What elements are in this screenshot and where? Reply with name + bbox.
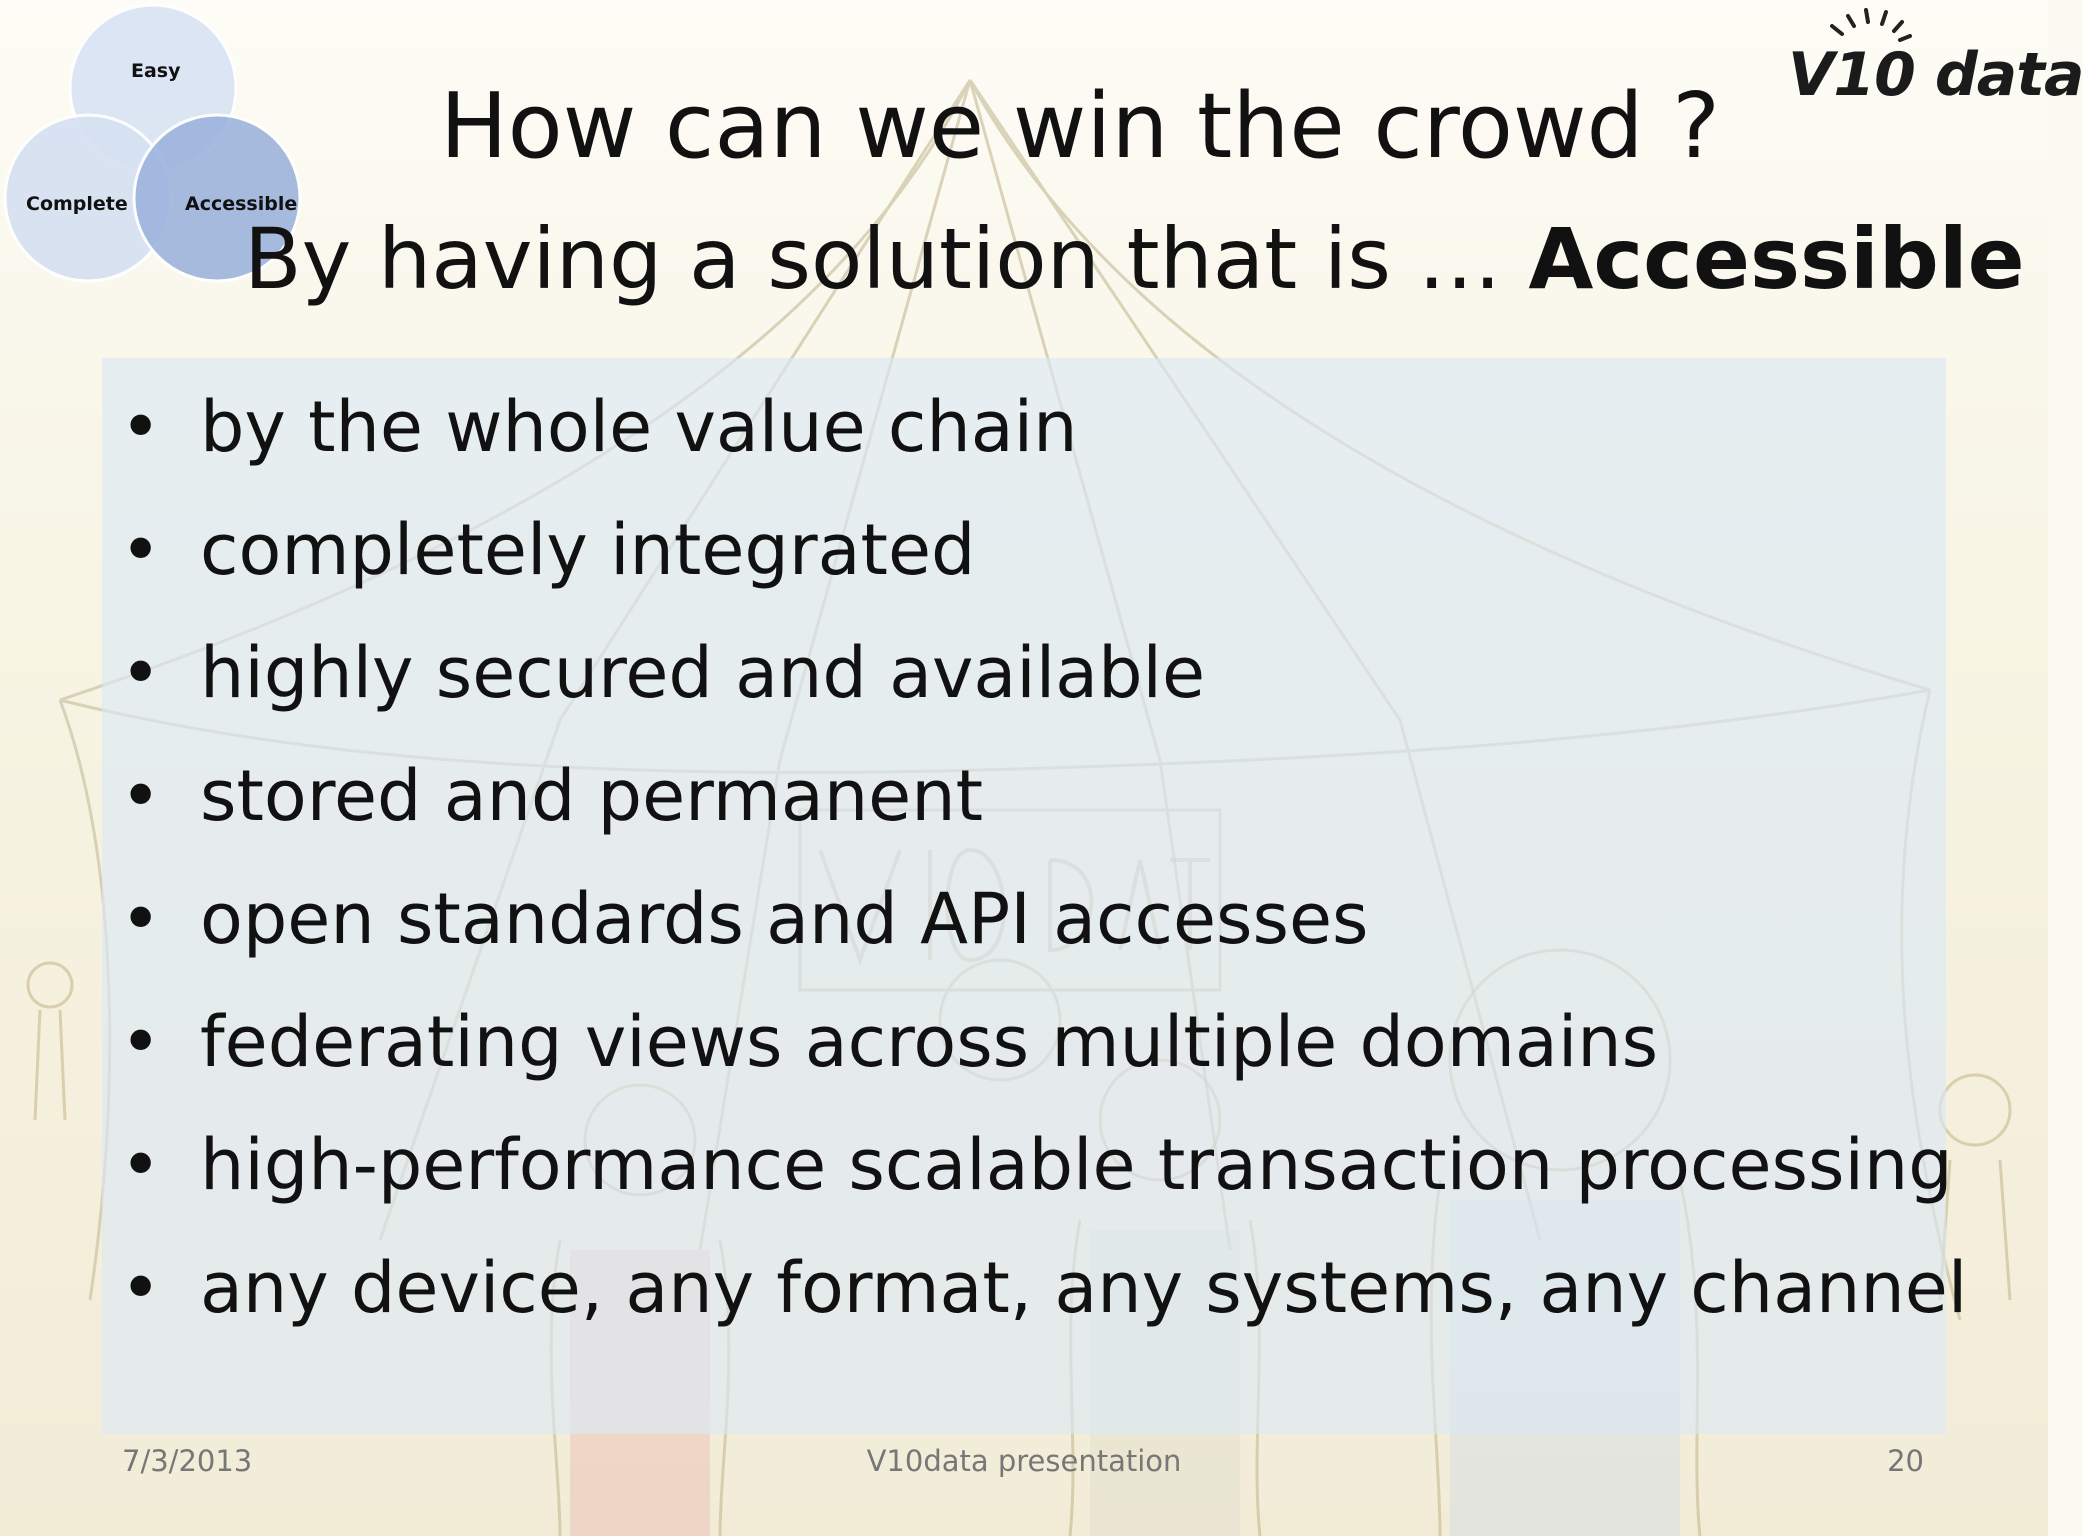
slide-subtitle: By having a solution that is … Accessibl… [244,204,2025,314]
bullet-item: • stored and permanent [120,735,1940,858]
bullet-text: by the whole value chain [200,386,1078,468]
bullet-marker: • [120,386,162,468]
bullet-marker: • [120,632,162,714]
bullet-text: stored and permanent [200,755,984,837]
bullet-text: high-performance scalable transaction pr… [200,1124,1953,1206]
footer-date: 7/3/2013 [122,1444,253,1478]
bullet-text: federating views across multiple domains [200,1001,1659,1083]
bullet-item: • any device, any format, any systems, an… [120,1227,1967,1350]
venn-diagram: Easy Complete Accessible [0,0,320,300]
bullet-marker: • [120,1124,162,1206]
bullet-item: • open standards and API accesses [120,858,1940,981]
content-panel [102,358,1946,1434]
subtitle-emphasis: Accessible [1528,210,2025,308]
v10data-logo: V10 data [1782,4,2083,110]
bullet-text: any device, any format, any systems, any… [200,1247,1968,1329]
venn-circles [3,3,302,283]
bullet-item: • high-performance scalable transaction p… [120,1104,1953,1227]
footer-title: V10data presentation [866,1444,1182,1478]
bullet-text: open standards and API accesses [200,878,1369,960]
venn-circle-accessible [132,113,302,283]
bullet-list: • by the whole value chain • completely in… [120,366,1967,1350]
slide-number: 20 [1887,1444,1924,1478]
bullet-item: • completely integrated [120,489,1940,612]
slide-title: How can we win the crowd ? [439,74,1721,179]
venn-label-complete: Complete [26,193,128,215]
logo-rays-icon [1830,8,1912,42]
bullet-text: highly secured and available [200,632,1206,714]
bullet-marker: • [120,509,162,591]
bullet-item: • highly secured and available [120,612,1940,735]
logo-text: V10 data [1788,40,2083,110]
subtitle-prefix: By having a solution that is … [244,210,1529,308]
bullet-marker: • [120,1247,162,1329]
bullet-item: • by the whole value chain [120,366,1940,489]
venn-label-easy: Easy [131,60,181,82]
venn-label-accessible: Accessible [185,193,298,215]
bullet-marker: • [120,755,162,837]
bullet-text: completely integrated [200,509,976,591]
bullet-item: • federating views across multiple domain… [120,981,1940,1104]
bullet-marker: • [120,1001,162,1083]
bullet-marker: • [120,878,162,960]
